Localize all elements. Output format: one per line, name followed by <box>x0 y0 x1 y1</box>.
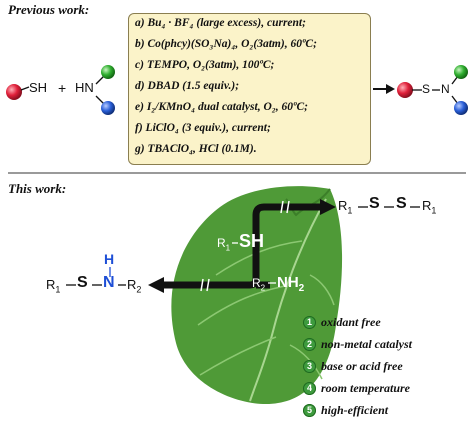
condition-a: a) Bu₄ · BF₄ (large excess), current; <box>135 17 306 29</box>
condition-b: b) Co(phcy)(SO₃Na)₄, O₂(3atm), 60ºC; <box>135 38 317 50</box>
green-ball-icon <box>454 65 468 79</box>
sulfenamide-s: S <box>77 274 88 291</box>
condition-f: f) LiClO₄ (3 equiv.), current; <box>135 122 271 134</box>
amine-r2: R2 <box>252 276 266 293</box>
disulfide-r1-right: R1 <box>422 198 437 216</box>
previous-work-heading: Previous work: <box>8 2 90 17</box>
feature-text: base or acid free <box>321 358 403 373</box>
disulfide-arrow-icon <box>252 199 336 275</box>
plus-sign: + <box>58 80 67 96</box>
condition-e: e) I₂/KMnO₄ dual catalyst, O₂, 60ºC; <box>135 101 308 113</box>
sulfenamide-r2: R2 <box>127 277 142 295</box>
section-divider <box>8 172 466 174</box>
feature-item: 1 oxidant free <box>303 314 381 330</box>
sulfenamide-n: N <box>103 274 115 291</box>
thiol-sh: SH <box>239 231 265 251</box>
feature-text: oxidant free <box>321 314 381 329</box>
product-s-label: S <box>422 82 431 96</box>
red-ball-icon <box>6 84 22 100</box>
condition-c: c) TEMPO, O₂(3atm), 100ºC; <box>135 59 275 71</box>
feature-text: high-efficient <box>321 402 389 417</box>
disulfide-r1-left: R1 <box>338 198 353 216</box>
number-badge-icon: 4 <box>303 381 316 395</box>
disulfide-s1: S <box>369 195 380 212</box>
this-work-heading: This work: <box>8 181 67 196</box>
thiol-sh-label: SH <box>29 80 48 95</box>
sulfenamide-h: H <box>104 251 115 267</box>
feature-text: room temperature <box>321 380 410 395</box>
disulfide-s2: S <box>396 195 407 212</box>
sulfenamide-r1: R1 <box>46 277 61 295</box>
number-badge-icon: 1 <box>303 315 316 329</box>
feature-item: 2 non-metal catalyst <box>303 336 412 352</box>
product-n-label: N <box>441 82 450 96</box>
sulfenamide-arrow-icon <box>148 275 270 293</box>
reaction-arrow-icon <box>386 84 395 94</box>
feature-item: 4 room temperature <box>303 380 410 396</box>
feature-item: 3 base or acid free <box>303 358 403 374</box>
blue-ball-icon <box>101 101 115 115</box>
feature-text: non-metal catalyst <box>321 336 412 351</box>
red-ball-icon <box>397 82 413 98</box>
feature-item: 5 high-efficient <box>303 402 388 418</box>
green-ball-icon <box>101 65 115 79</box>
amine-nh2: NH2 <box>277 274 305 294</box>
blue-ball-icon <box>454 101 468 115</box>
amine-hn-label: HN <box>75 80 94 95</box>
thiol-r1: R1 <box>217 236 231 253</box>
number-badge-icon: 5 <box>303 403 316 417</box>
conditions-box: a) Bu₄ · BF₄ (large excess), current; b)… <box>128 13 371 165</box>
number-badge-icon: 3 <box>303 359 316 373</box>
number-badge-icon: 2 <box>303 337 316 351</box>
leaf-scheme <box>66 186 420 405</box>
condition-d: d) DBAD (1.5 equiv.); <box>135 80 240 92</box>
condition-g: g) TBAClO₄, HCl (0.1M). <box>135 143 257 155</box>
previous-work-scheme <box>6 65 468 115</box>
